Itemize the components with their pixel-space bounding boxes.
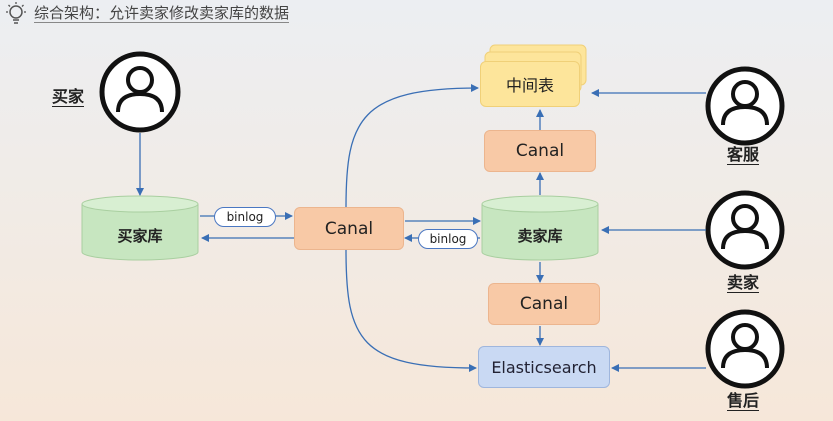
canal-top-box: Canal xyxy=(484,130,596,172)
customer-service-label: 客服 xyxy=(727,145,760,165)
lightbulb-icon xyxy=(6,2,26,24)
page-title: 综合架构：允许卖家修改卖家库的数据 xyxy=(34,3,290,23)
seller-db-label: 卖家库 xyxy=(517,227,563,245)
canal-bottom-box: Canal xyxy=(488,283,600,325)
buyer-db-cylinder xyxy=(81,195,199,261)
after-sales-label: 售后 xyxy=(727,391,760,411)
header: 综合架构：允许卖家修改卖家库的数据 xyxy=(4,0,290,26)
seller-avatar-icon xyxy=(705,190,785,270)
seller-db-cylinder xyxy=(481,195,599,261)
canal-main-box: Canal xyxy=(294,207,404,250)
buyer-avatar-icon xyxy=(99,51,181,133)
binlog-buyer-label: binlog xyxy=(214,207,276,227)
elasticsearch-box: Elasticsearch xyxy=(478,346,610,388)
buyer-db-label: 买家库 xyxy=(117,227,163,245)
intermediate-table-box: 中间表 xyxy=(480,61,580,107)
customer-service-avatar-icon xyxy=(705,66,785,146)
buyer-label: 买家 xyxy=(52,87,85,107)
after-sales-avatar-icon xyxy=(705,309,785,389)
seller-label: 卖家 xyxy=(727,273,760,293)
binlog-seller-label: binlog xyxy=(418,229,478,249)
